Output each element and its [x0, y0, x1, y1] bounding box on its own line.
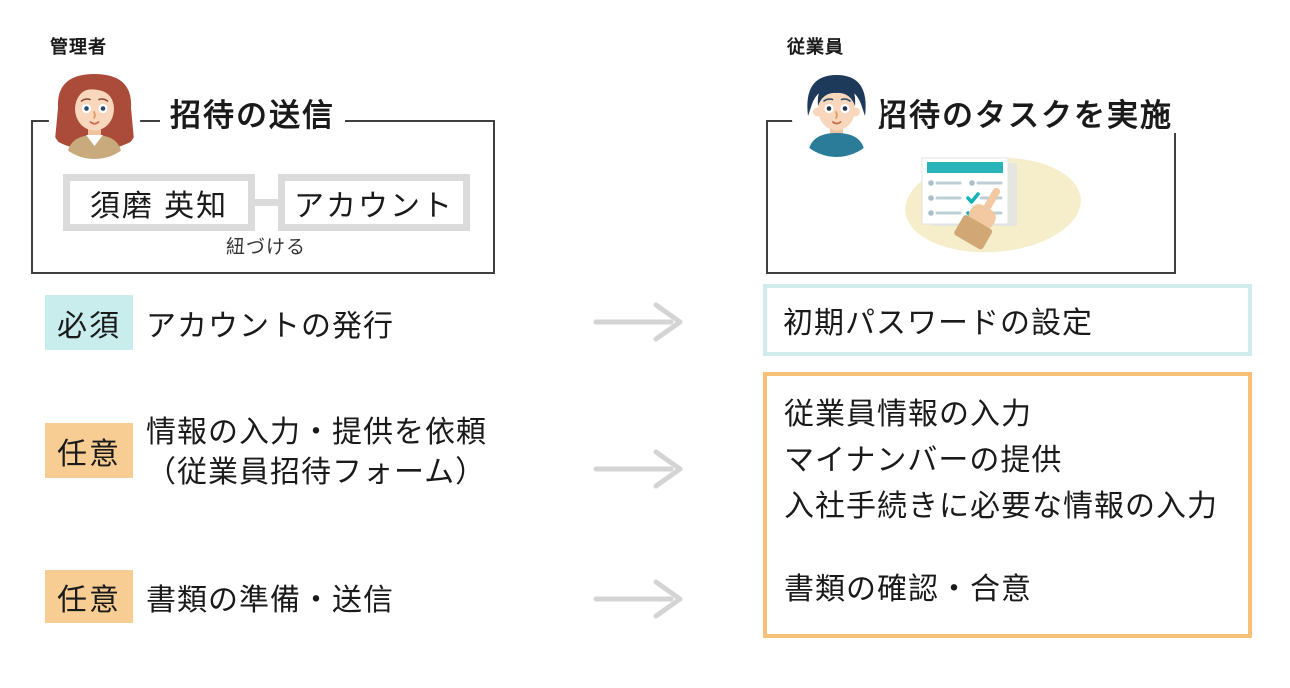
account-box: アカウント [278, 174, 470, 231]
admin-task-document-send: 書類の準備・送信 [146, 583, 394, 617]
arrow-right-icon [593, 302, 683, 342]
required-badge: 必須 [45, 295, 133, 350]
employee-task-onboarding-info: 入社手続きに必要な情報の入力 [784, 490, 1218, 523]
employee-tasks-box: 従業員情報の入力 マイナンバーの提供 入社手続きに必要な情報の入力 書類の確認・… [763, 372, 1252, 638]
employee-task-mynumber: マイナンバーの提供 [784, 444, 1063, 477]
admin-frame-title: 招待の送信 [160, 99, 345, 133]
admin-role-label: 管理者 [50, 37, 107, 57]
optional-badge-form: 任意 [45, 423, 133, 478]
employee-frame-title: 招待のタスクを実施 [866, 99, 1183, 133]
password-setup-text: 初期パスワードの設定 [783, 307, 1093, 340]
admin-task-form-request-line2: （従業員招待フォーム） [146, 456, 487, 489]
arrow-right-icon [593, 579, 683, 619]
employee-name-box: 須磨 英知 [63, 174, 255, 231]
link-label: 紐づける [225, 237, 306, 258]
optional-badge-documents: 任意 [45, 570, 133, 623]
employee-name-text: 須磨 英知 [89, 189, 229, 223]
employee-task-document-agree: 書類の確認・合意 [784, 573, 1032, 606]
admin-task-account-issue: アカウントの発行 [146, 309, 394, 343]
woman-avatar [48, 66, 141, 159]
man-avatar [791, 66, 882, 157]
checklist-illustration [905, 157, 1081, 253]
link-connector-line [250, 199, 282, 206]
employee-task-info-input: 従業員情報の入力 [784, 398, 1032, 431]
arrow-right-icon [593, 449, 683, 489]
account-box-text: アカウント [294, 189, 454, 223]
admin-task-form-request-line1: 情報の入力・提供を依頼 [146, 416, 487, 449]
password-setup-box: 初期パスワードの設定 [763, 284, 1252, 356]
admin-task-form-request: 情報の入力・提供を依頼 （従業員招待フォーム） [146, 413, 487, 493]
employee-role-label: 従業員 [787, 37, 844, 57]
